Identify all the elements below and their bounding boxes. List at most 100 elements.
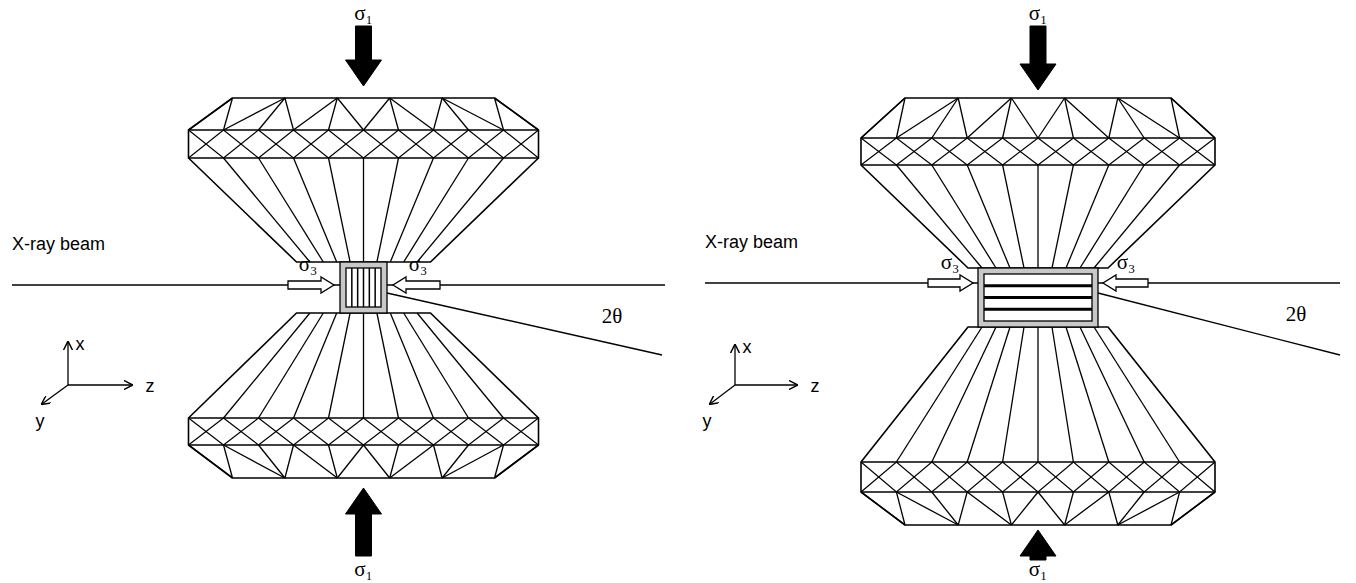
crown-facet [1065, 98, 1109, 138]
crown-facet [434, 445, 443, 478]
pavilion-facet [329, 158, 351, 262]
crown-facet [1038, 492, 1065, 525]
axis-label: z [146, 377, 155, 395]
stress-label: σ₃ [299, 254, 318, 275]
load-arrow [1020, 530, 1056, 560]
girdle-facet [189, 418, 539, 445]
girdle-facet [189, 130, 539, 158]
diamond-outline [861, 327, 1215, 525]
girdle-facet [861, 138, 1215, 165]
crown-facet [1109, 492, 1118, 525]
beam-label: X-ray beam [12, 235, 105, 253]
load-arrow [1020, 26, 1056, 90]
girdle-facet [861, 462, 1215, 492]
angle-label: 2θ [602, 306, 623, 327]
stress-label: σ₁ [354, 559, 373, 580]
confining-arrow [393, 277, 440, 293]
diamond-anvil [861, 98, 1215, 268]
confining-arrow [1103, 275, 1148, 291]
crown-facet [364, 445, 390, 478]
crown-facet [1171, 492, 1215, 525]
crown-facet [337, 445, 363, 478]
sample [984, 274, 1092, 321]
crown-facet [442, 445, 468, 478]
crown-facet [259, 98, 285, 130]
diamond-outline [189, 98, 539, 262]
crown-facet [1109, 98, 1118, 138]
sample-chamber [978, 268, 1098, 327]
axis-z [735, 384, 797, 385]
crown-facet [442, 98, 503, 130]
pavilion-facet [1052, 165, 1073, 268]
crown-facet [967, 98, 1011, 138]
stress-label: σ₁ [354, 3, 373, 24]
crown-facet [294, 445, 338, 478]
sample-layer [984, 296, 1092, 299]
axis-label: x [743, 338, 752, 356]
pavilion-facet [294, 313, 337, 418]
axis-triad [710, 345, 797, 404]
crown-facet [495, 98, 539, 130]
crown-facet [896, 98, 905, 138]
diamond-anvil [861, 327, 1215, 525]
sample-layer [351, 268, 353, 307]
angle-label: 2θ [1286, 304, 1307, 325]
pavilion-facet [1003, 165, 1024, 268]
pavilion-facet [294, 158, 337, 262]
axis-triad [42, 342, 132, 404]
pavilion-facet [363, 313, 364, 418]
axis-label: z [811, 377, 820, 395]
girdle-facet [861, 462, 1215, 492]
stress-label: σ₁ [1029, 3, 1048, 24]
pavilion-facet [1037, 327, 1038, 462]
diffracted-beam [1098, 293, 1340, 355]
sample-layer [363, 268, 365, 307]
pavilion-facet [1080, 327, 1144, 462]
pavilion-facet [417, 158, 503, 262]
axis-x [67, 342, 68, 385]
sample [346, 268, 381, 307]
pavilion-facet [1037, 165, 1038, 268]
pavilion-facet [967, 327, 1010, 462]
beam-label: X-ray beam [705, 233, 798, 251]
axis-label: y [703, 412, 712, 430]
crown-facet [329, 445, 338, 478]
pavilion-facet [329, 313, 351, 418]
diamond-outline [861, 98, 1215, 268]
crown-facet [896, 492, 905, 525]
crown-facet [285, 98, 294, 130]
girdle-facet [189, 418, 539, 445]
crown-facet [861, 98, 905, 138]
sample-layer [369, 268, 371, 307]
pavilion-facet [967, 165, 1010, 268]
crown-facet [224, 98, 285, 130]
crown-facet [958, 492, 967, 525]
crown-facet [1118, 492, 1144, 525]
confining-arrow [928, 275, 973, 291]
crown-facet [224, 445, 285, 478]
crown-facet [390, 445, 434, 478]
crown-facet [294, 98, 338, 130]
pavilion-facet [390, 158, 433, 262]
crown-facet [390, 98, 434, 130]
axis-z [68, 384, 132, 385]
diamond-anvil [189, 313, 539, 478]
crown-facet [442, 98, 468, 130]
pavilion-facet [224, 313, 310, 418]
sample-layer [984, 308, 1092, 311]
crown-facet [932, 98, 958, 138]
crown-facet [364, 98, 390, 130]
load-arrow [346, 488, 382, 556]
crown-facet [1118, 492, 1180, 525]
crown-facet [1011, 98, 1038, 138]
girdle-facet [861, 138, 1215, 165]
pavilion-facet [404, 313, 469, 418]
pavilion-facet [1094, 327, 1180, 462]
stress-label: σ₃ [409, 254, 428, 275]
pavilion-facet [377, 158, 399, 262]
crown-facet [259, 445, 285, 478]
crown-facet [1038, 98, 1065, 138]
stress-label: σ₃ [1117, 252, 1136, 273]
